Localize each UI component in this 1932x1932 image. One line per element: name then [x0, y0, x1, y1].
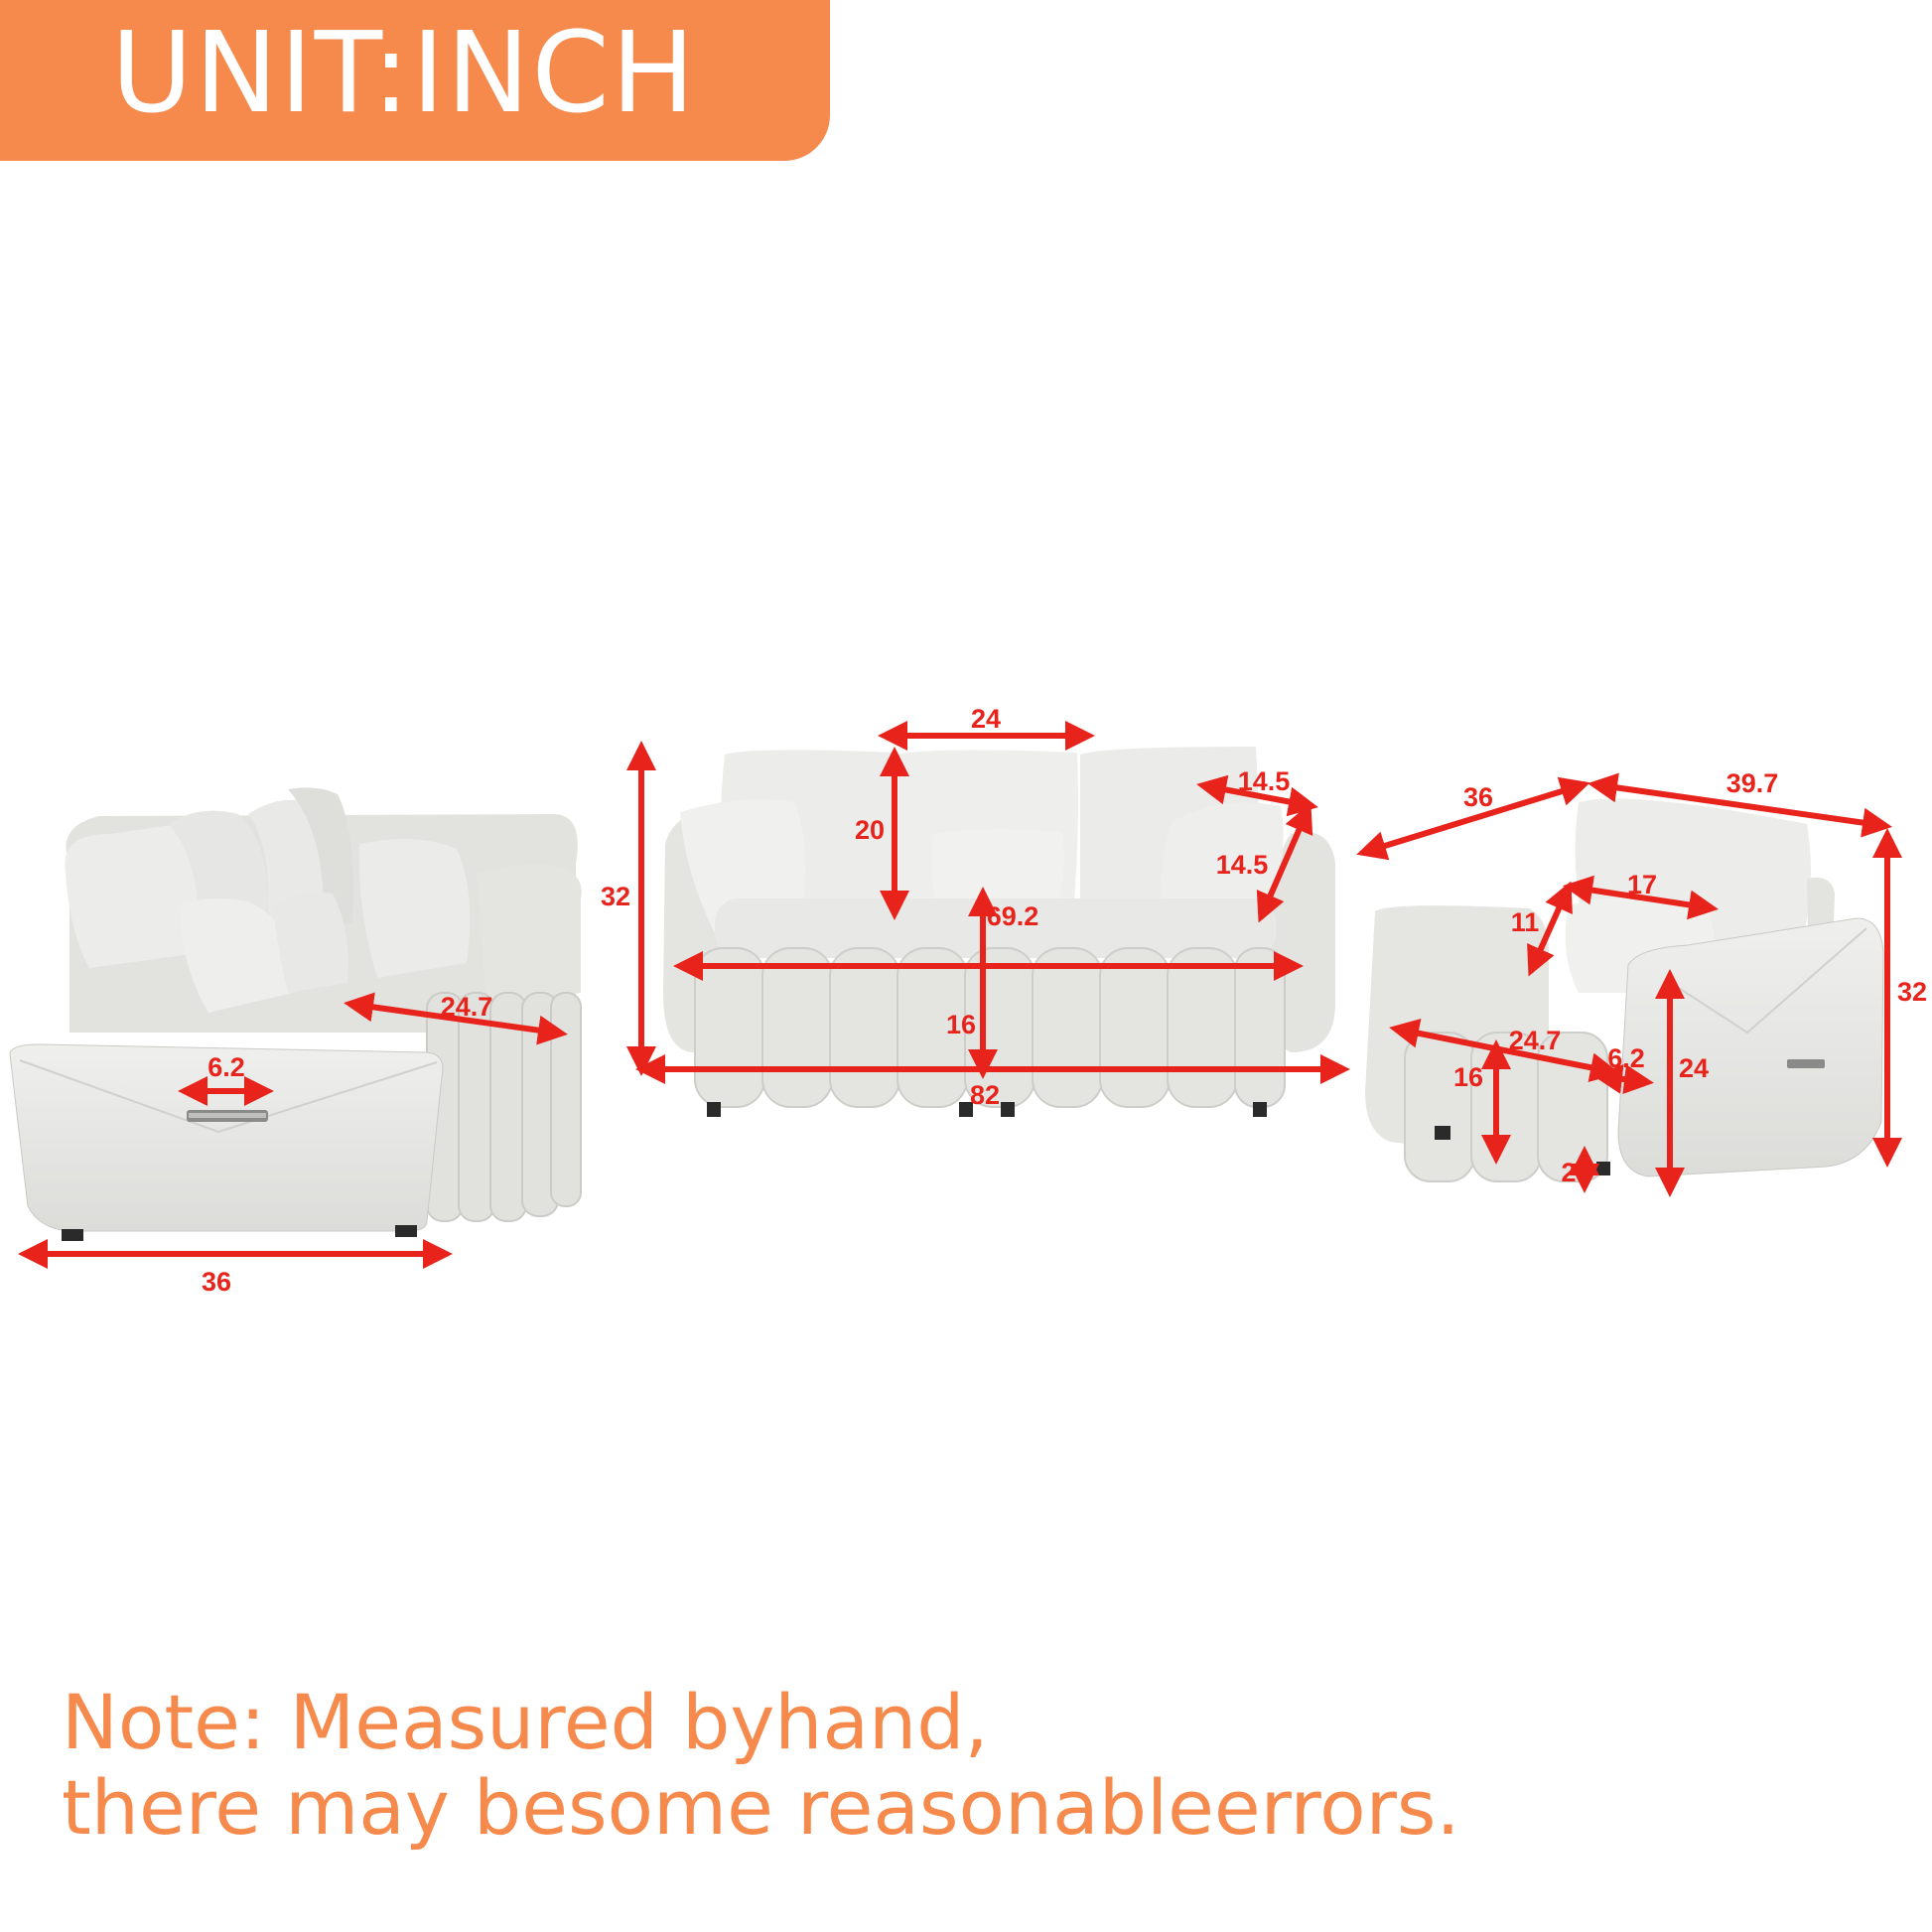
sofa-front-throw-pillow-width-label: 14.5 [1238, 766, 1291, 796]
sofa-side-seat-depth-label: 24.7 [441, 992, 493, 1022]
armchair-height-label: 32 [1897, 977, 1927, 1007]
sofa-side-view [9, 787, 582, 1241]
armchair-seat-depth-label: 24.7 [1509, 1026, 1562, 1055]
sofa-front-back-pillow-width-label: 24 [971, 704, 1001, 734]
armchair-seat-height-label: 16 [1453, 1062, 1483, 1092]
measurement-note: Note: Measured byhand, there may besome … [62, 1680, 1749, 1851]
sofa-front-height-label: 32 [601, 882, 630, 911]
sofa-front-seat-height-label: 16 [946, 1010, 976, 1039]
sofa-front-width-label: 82 [970, 1080, 1000, 1110]
armchair-width-label: 39.7 [1726, 768, 1779, 798]
armchair-leg-height-label: 2 [1561, 1158, 1576, 1187]
armchair-handle-label: 6.2 [1607, 1043, 1645, 1073]
note-line-2: there may besome reasonableerrors. [62, 1763, 1460, 1852]
dimension-arrows [17, 721, 1902, 1269]
unit-label: UNIT:INCH [111, 9, 697, 138]
armchair-view [1365, 798, 1884, 1182]
sofa-front-view [663, 747, 1335, 1117]
note-line-1: Note: Measured byhand, [62, 1678, 989, 1766]
unit-banner: UNIT:INCH [0, 0, 830, 161]
sofa-front-seat-width-label: 69.2 [987, 901, 1039, 931]
sofa-side-handle-label: 6.2 [207, 1052, 245, 1082]
sofa-side-depth-label: 36 [202, 1267, 231, 1297]
sofa-front-back-pillow-height-label: 20 [855, 815, 885, 845]
armchair-pillow-height-label: 11 [1511, 907, 1540, 937]
sofa-front-throw-pillow-height-label: 14.5 [1216, 850, 1269, 880]
armchair-pillow-width-label: 17 [1627, 870, 1657, 899]
armchair-arm-height-label: 24 [1679, 1053, 1709, 1083]
armchair-depth-label: 36 [1463, 782, 1493, 812]
